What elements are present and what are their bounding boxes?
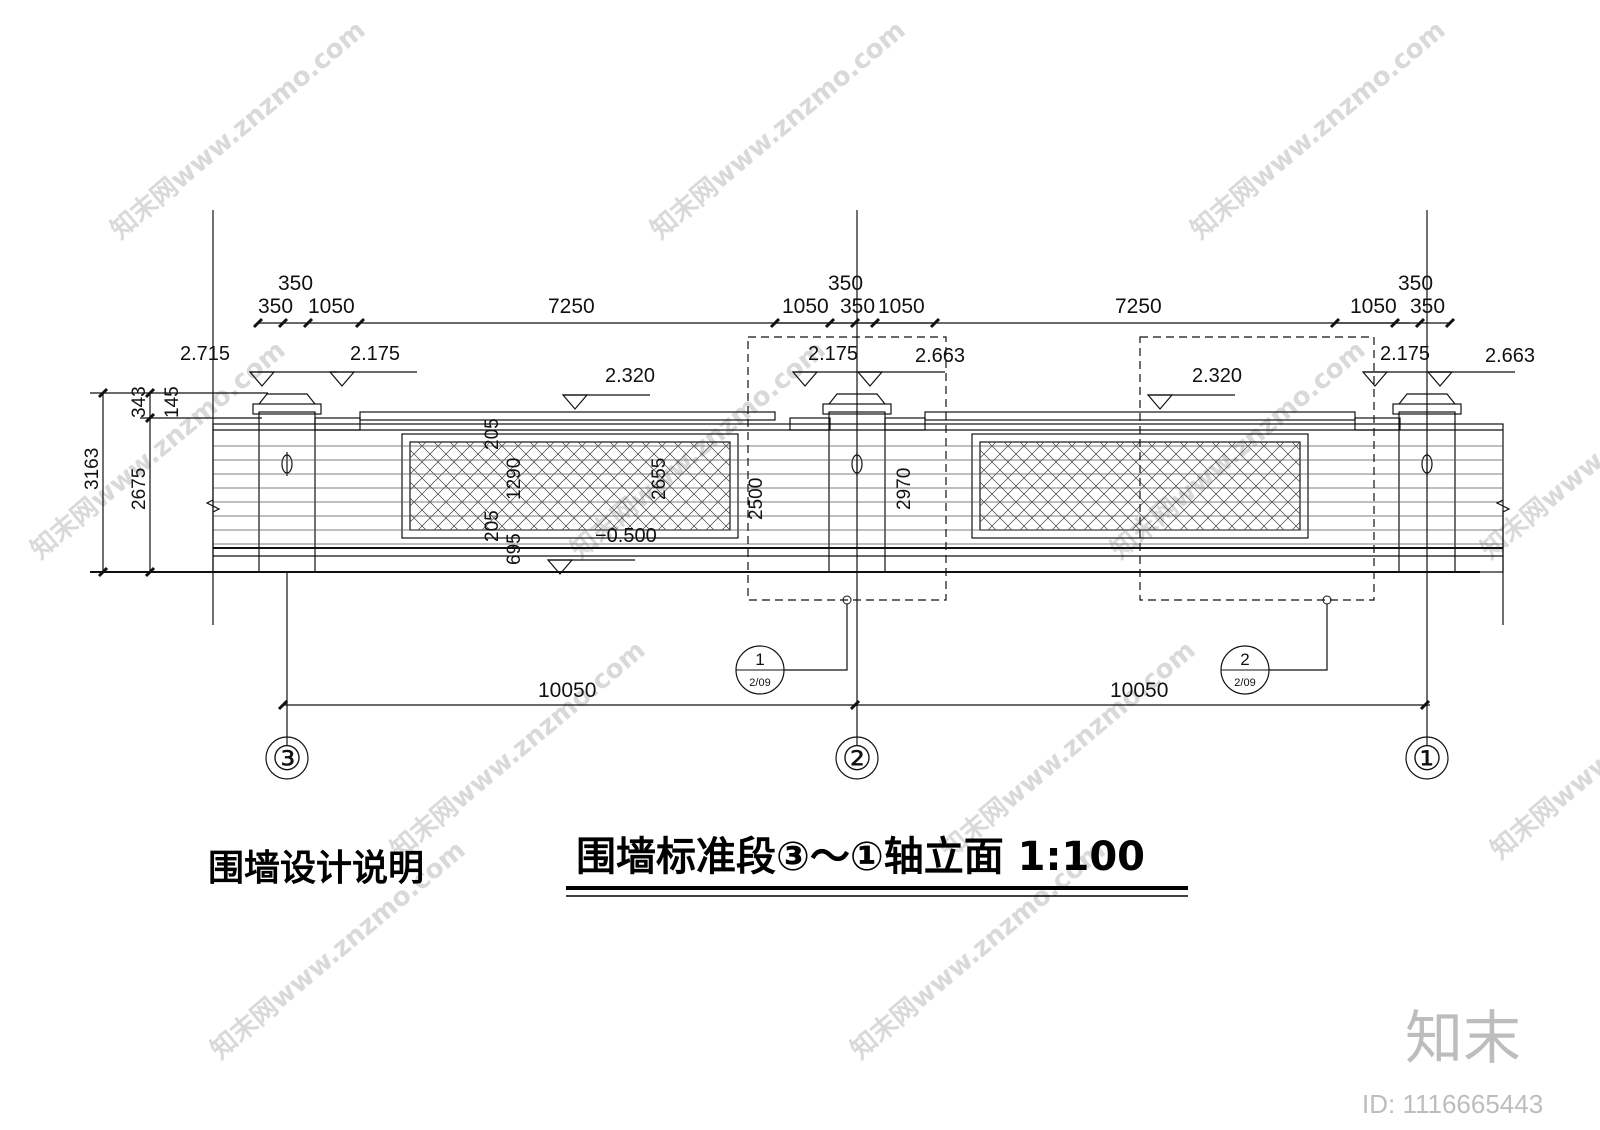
dimension-label: 7250 bbox=[548, 295, 595, 318]
elevation-mark bbox=[1426, 371, 1454, 387]
dimension-label: 350 bbox=[258, 295, 293, 318]
dimension-label: 350 bbox=[278, 272, 313, 295]
detail-number: 1 bbox=[755, 650, 764, 669]
dimension-label: 2655 bbox=[649, 458, 670, 500]
elevation-label: 2.175 bbox=[350, 343, 400, 365]
axis-label: ③ bbox=[272, 739, 302, 779]
dimension-label: 1050 bbox=[782, 295, 829, 318]
dimension-label: 10050 bbox=[538, 679, 596, 702]
watermark-id: ID: 1116665443 bbox=[1362, 1089, 1543, 1119]
watermark-text: 知末网www.znzmo.com bbox=[25, 335, 291, 565]
elevation-label: 2.663 bbox=[915, 345, 965, 367]
panel-frame bbox=[401, 433, 739, 539]
watermark-brand: 知末 bbox=[1405, 1004, 1521, 1072]
watermark-text: 知末网www.znzmo.com bbox=[1475, 335, 1600, 565]
dimension-label: 1050 bbox=[1350, 295, 1397, 318]
watermark-text: 知末网www.znzmo.com bbox=[935, 635, 1201, 865]
detail-sheet: 2/09 bbox=[1234, 677, 1255, 689]
elevation-label: 2.320 bbox=[605, 365, 655, 387]
elevation-mark bbox=[561, 394, 589, 410]
axis-bubble bbox=[835, 736, 879, 780]
watermark-text: 知末网www.znzmo.com bbox=[1485, 635, 1600, 865]
dimension-label: 350 bbox=[1410, 295, 1445, 318]
notes-title: 围墙设计说明 bbox=[208, 848, 424, 889]
dimension-label: 7250 bbox=[1115, 295, 1162, 318]
elevation-label: 2.175 bbox=[808, 343, 858, 365]
elevation-label: 2.663 bbox=[1485, 345, 1535, 367]
dimension-label: 343 bbox=[129, 386, 150, 418]
dimension-label: 2675 bbox=[129, 468, 150, 510]
dimension-label: 2500 bbox=[746, 478, 767, 520]
dimension-label: 2970 bbox=[894, 468, 915, 510]
dimension-label: 695 bbox=[504, 533, 525, 565]
watermark-text: 知末网www.znzmo.com bbox=[385, 635, 651, 865]
dimension-label: 350 bbox=[828, 272, 863, 295]
axis-label: ① bbox=[1412, 739, 1442, 779]
axis-bubble bbox=[265, 736, 309, 780]
axis-label: ② bbox=[842, 739, 872, 779]
break-mark-right bbox=[1495, 499, 1511, 513]
detail-box-1 bbox=[747, 336, 947, 601]
dimension-label: 205 bbox=[482, 418, 503, 450]
dimension-label: 3163 bbox=[82, 448, 103, 490]
watermark-text: 知末网www.znzmo.com bbox=[1185, 15, 1451, 245]
elevation-label: 2.715 bbox=[180, 343, 230, 365]
dimension-label: 350 bbox=[1398, 272, 1433, 295]
detail-box-2 bbox=[1139, 336, 1375, 601]
watermark-text: 知末网www.znzmo.com bbox=[645, 15, 911, 245]
dimension-label: 145 bbox=[162, 386, 183, 418]
elevation-mark bbox=[1361, 371, 1389, 387]
drawing-title: 围墙标准段③～①轴立面 1:100 bbox=[576, 834, 1145, 880]
dimension-label: 205 bbox=[482, 510, 503, 542]
detail-number: 2 bbox=[1240, 650, 1249, 669]
elevation-mark bbox=[856, 371, 884, 387]
elevation-mark bbox=[328, 371, 356, 387]
dimension-label: 10050 bbox=[1110, 679, 1168, 702]
elevation-label: −0.500 bbox=[595, 525, 657, 547]
elevation-label: 2.175 bbox=[1380, 343, 1430, 365]
dimension-label: 350 bbox=[840, 295, 875, 318]
detail-sheet: 2/09 bbox=[749, 677, 770, 689]
elevation-label: 2.320 bbox=[1192, 365, 1242, 387]
elevation-mark bbox=[1146, 394, 1174, 410]
axis-bubble bbox=[1405, 736, 1449, 780]
dimension-label: 1050 bbox=[878, 295, 925, 318]
dimension-label: 1290 bbox=[504, 458, 525, 500]
dimension-label: 1050 bbox=[308, 295, 355, 318]
watermark-text: 知末网www.znzmo.com bbox=[105, 15, 371, 245]
